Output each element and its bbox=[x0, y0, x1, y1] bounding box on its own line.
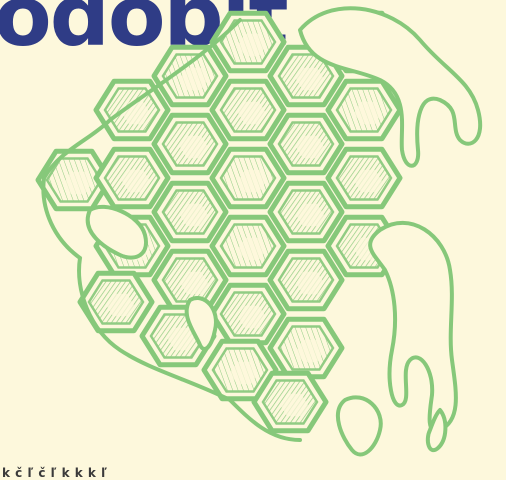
honeycomb-cell-highlight bbox=[238, 101, 266, 125]
honey-drip bbox=[335, 395, 383, 457]
honey-drip bbox=[298, 6, 483, 168]
honeycomb-cell-highlight bbox=[122, 169, 150, 193]
honey-drips bbox=[85, 6, 483, 457]
honeycomb-cell-highlight bbox=[180, 271, 208, 295]
honey-drip bbox=[85, 204, 148, 260]
honeycomb-cell-highlight bbox=[168, 327, 196, 351]
honeycomb-cell-highlight bbox=[238, 33, 266, 57]
honeycomb-cell-highlight bbox=[230, 361, 258, 385]
honeycomb-cell-highlight bbox=[180, 135, 208, 159]
honeycomb-cell-highlight bbox=[354, 169, 382, 193]
honeycomb-cell-highlight bbox=[296, 67, 324, 91]
honeycomb-cell-highlight bbox=[64, 171, 92, 195]
honeycomb-cell-highlight bbox=[238, 169, 266, 193]
honey-drip bbox=[425, 408, 448, 452]
honeycomb-outline bbox=[41, 18, 302, 442]
honeycomb-cell-highlight bbox=[106, 293, 134, 317]
body-text-partial: k č ľ č ľ k k k ľ bbox=[2, 466, 108, 480]
honey-drip bbox=[368, 220, 458, 433]
honeycomb-cell-highlight bbox=[180, 203, 208, 227]
honeycomb-cell-highlight bbox=[296, 271, 324, 295]
honeycomb-cell-highlight bbox=[354, 101, 382, 125]
honeycomb-cell-highlight bbox=[280, 393, 308, 417]
honeycomb-cell-highlight bbox=[238, 237, 266, 261]
honey-drip bbox=[184, 296, 218, 351]
honeycomb-cell-highlight bbox=[296, 203, 324, 227]
honeycomb-cell-highlight bbox=[180, 67, 208, 91]
honeycomb-cell-highlight bbox=[238, 305, 266, 329]
honeycomb-cell-highlight bbox=[296, 339, 324, 363]
honeycomb-cell-highlight bbox=[296, 135, 324, 159]
